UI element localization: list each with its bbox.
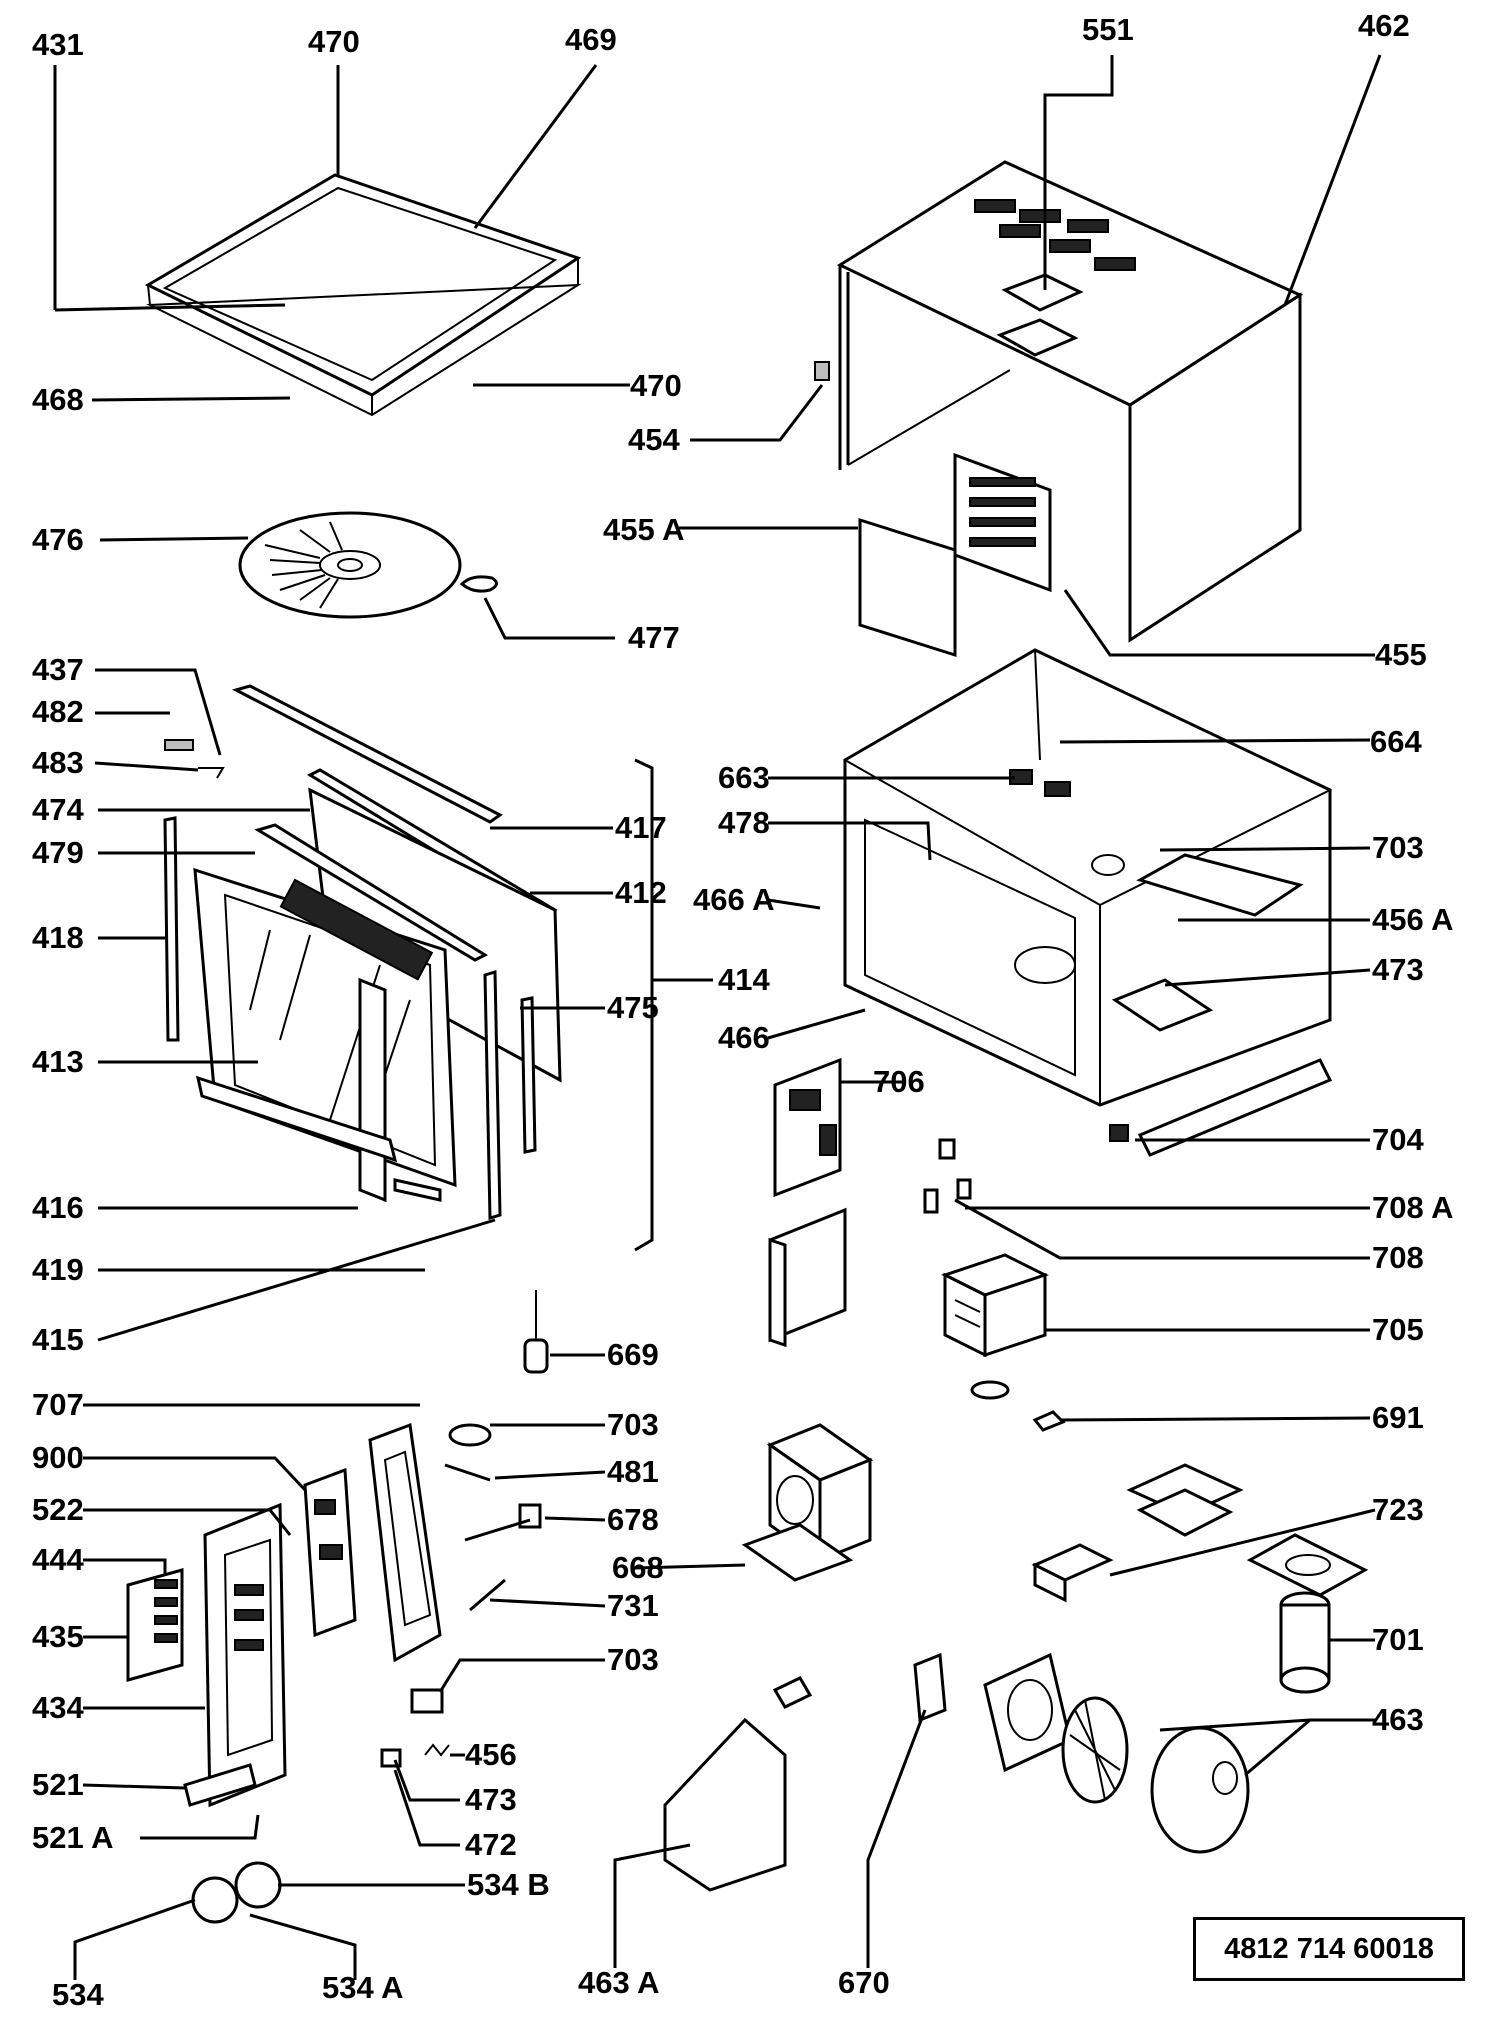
label-701: 701: [1372, 1622, 1424, 1657]
label-462: 462: [1358, 8, 1410, 43]
label-473: 473: [465, 1782, 517, 1817]
label-703: 703: [1372, 830, 1424, 865]
label-481: 481: [607, 1454, 659, 1489]
leader-lines: [53, 54, 1382, 1980]
switches-708: [923, 1138, 972, 1214]
label-478: 478: [718, 805, 770, 840]
label-534: 534: [52, 1977, 104, 2012]
label-416: 416: [32, 1190, 84, 1225]
label-522: 522: [32, 1492, 84, 1527]
control-pcb-706: [773, 1057, 842, 1198]
label-664: 664: [1370, 724, 1422, 759]
label-668: 668: [612, 1550, 664, 1585]
turntable-and-roller: [238, 511, 498, 619]
outer-casing: [814, 160, 1304, 643]
transformer-668: [741, 1423, 874, 1582]
display-pcb-900: [303, 1467, 357, 1638]
label-669: 669: [607, 1337, 659, 1372]
label-419: 419: [32, 1252, 84, 1287]
label-691: 691: [1372, 1400, 1424, 1435]
label-521A: 521 A: [32, 1820, 114, 1855]
label-412: 412: [615, 875, 667, 910]
part-labels: 431 470 469 468 470 551 462 454 455 A 45…: [32, 8, 1454, 2012]
label-466A: 466 A: [693, 882, 775, 917]
label-472: 472: [465, 1827, 517, 1862]
label-476: 476: [32, 522, 84, 557]
door-assembly: [163, 684, 668, 1252]
label-482: 482: [32, 694, 84, 729]
vent-panel: [858, 452, 1052, 658]
label-706: 706: [873, 1064, 925, 1099]
label-434: 434: [32, 1690, 84, 1725]
label-414: 414: [718, 962, 770, 997]
catalog-number-box: 4812 714 60018: [1193, 1917, 1465, 1981]
bracket: [768, 1207, 847, 1348]
label-483: 483: [32, 745, 84, 780]
label-435: 435: [32, 1619, 84, 1654]
label-437: 437: [32, 652, 84, 687]
label-663: 663: [718, 760, 770, 795]
fan-assembly: [913, 1652, 1250, 1854]
label-678: 678: [607, 1502, 659, 1537]
cover-723: [1126, 1463, 1244, 1537]
diode-669: [523, 1290, 549, 1374]
magnetron-705: [941, 1253, 1049, 1400]
label-708A: 708 A: [1372, 1190, 1454, 1225]
label-413: 413: [32, 1044, 84, 1079]
label-456: 456: [465, 1737, 517, 1772]
gasket-plate: [1246, 1533, 1369, 1597]
label-477: 477: [628, 620, 680, 655]
fuse-691: [1032, 1410, 1066, 1432]
capacitor-701: [1279, 1591, 1331, 1694]
label-454: 454: [628, 422, 680, 457]
label-456A: 456 A: [1372, 902, 1454, 937]
label-418: 418: [32, 920, 84, 955]
label-473: 473: [1372, 952, 1424, 987]
air-guide-463A: [663, 1676, 813, 1892]
control-panel: [126, 1502, 287, 1808]
label-444: 444: [32, 1542, 84, 1577]
label-415: 415: [32, 1322, 84, 1357]
label-704: 704: [1372, 1122, 1424, 1157]
oven-cavity: [842, 648, 1333, 1157]
label-475: 475: [607, 990, 659, 1025]
label-470: 470: [630, 368, 682, 403]
label-455: 455: [1375, 637, 1427, 672]
label-417: 417: [615, 810, 667, 845]
glass-tray-assembly: [144, 173, 582, 417]
label-705: 705: [1372, 1312, 1424, 1347]
label-455A: 455 A: [603, 512, 685, 547]
label-431: 431: [32, 27, 84, 62]
label-468: 468: [32, 382, 84, 417]
label-731: 731: [607, 1588, 659, 1623]
switch-bracket: [368, 1422, 442, 1663]
component-723: [1031, 1543, 1114, 1603]
label-534A: 534 A: [322, 1970, 404, 2005]
label-708: 708: [1372, 1240, 1424, 1275]
label-521: 521: [32, 1767, 84, 1802]
label-470: 470: [308, 24, 360, 59]
label-463: 463: [1372, 1702, 1424, 1737]
label-479: 479: [32, 835, 84, 870]
label-707: 707: [32, 1387, 84, 1422]
catalog-number: 4812 714 60018: [1224, 1932, 1434, 1965]
label-534B: 534 B: [467, 1867, 550, 1902]
label-469: 469: [565, 22, 617, 57]
label-703: 703: [607, 1642, 659, 1677]
label-703: 703: [607, 1407, 659, 1442]
label-551: 551: [1082, 12, 1134, 47]
label-723: 723: [1372, 1492, 1424, 1527]
label-466: 466: [718, 1020, 770, 1055]
label-474: 474: [32, 792, 84, 827]
label-463A: 463 A: [578, 1965, 660, 2000]
label-670: 670: [838, 1965, 890, 2000]
label-900: 900: [32, 1440, 84, 1475]
